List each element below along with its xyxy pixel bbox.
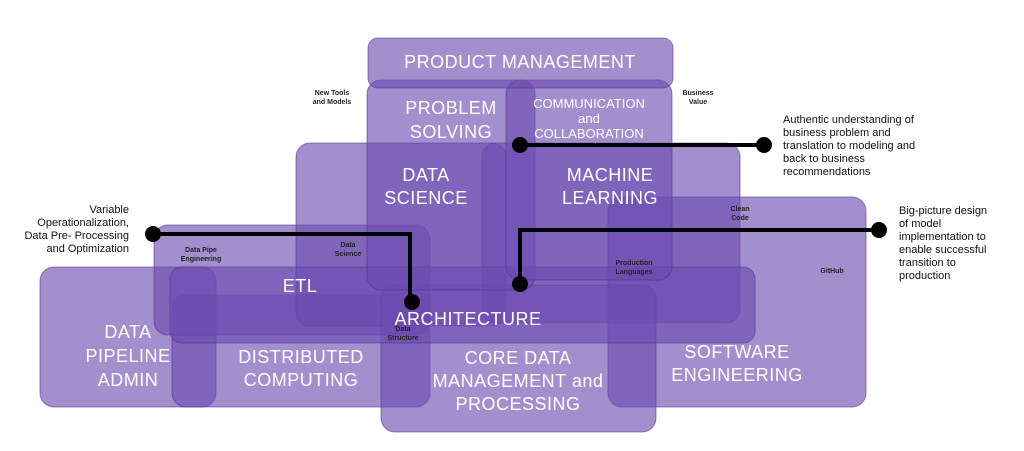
- top-connector-dot-end: [756, 137, 772, 153]
- right-top-annotation-line-4: back to business: [783, 153, 865, 165]
- right-bottom-annotation-line-3: implementation to: [899, 231, 986, 243]
- problem-solving-label-1: PROBLEM: [405, 98, 497, 118]
- data-science-label-2: SCIENCE: [384, 188, 468, 208]
- data-science-small-label-1: Data: [340, 242, 355, 249]
- data-structure-label-2: Structure: [387, 335, 418, 342]
- data-structure-label-1: Data: [395, 326, 410, 333]
- product-management-label: PRODUCT MANAGEMENT: [404, 52, 636, 72]
- box-product-management: [367, 37, 674, 89]
- distributed-computing-label-1: DISTRIBUTED: [238, 347, 364, 367]
- data-science-small-label-2: Science: [335, 251, 362, 258]
- right-bottom-annotation-line-4: enable successful: [899, 244, 986, 256]
- business-value-label-1: Business: [682, 90, 713, 97]
- data-pipeline-admin-label-1: DATA: [104, 322, 151, 342]
- left-annotation-line-1: Variable: [89, 204, 129, 216]
- left-annotation-line-2: Operationalization,: [37, 217, 129, 229]
- right-top-annotation-line-1: Authentic understanding of: [783, 114, 915, 126]
- software-engineering-label-1: SOFTWARE: [684, 342, 789, 362]
- data-pipe-engineering-label-1: Data Pipe: [185, 247, 217, 254]
- right-top-annotation-line-2: business problem and: [783, 127, 891, 139]
- bottom-connector-dot-end: [871, 222, 887, 238]
- etl-label: ETL: [283, 276, 318, 296]
- right-bottom-annotation-line-2: of model: [899, 218, 941, 230]
- left-connector-line: [153, 232, 412, 302]
- machine-learning-label-2: LEARNING: [562, 188, 658, 208]
- production-languages-label-2: Languages: [616, 269, 653, 276]
- data-pipe-engineering-label-2: Engineering: [181, 256, 221, 263]
- clean-code-label-1: Clean: [730, 206, 749, 213]
- business-value-label-2: Value: [689, 99, 707, 106]
- problem-solving-label-2: SOLVING: [410, 122, 492, 142]
- top-connector-dot-start: [512, 137, 528, 153]
- github-label: GitHub: [820, 268, 843, 275]
- software-engineering-label-2: ENGINEERING: [671, 365, 803, 385]
- machine-learning-label-1: MACHINE: [567, 165, 654, 185]
- clean-code-label-2: Code: [731, 215, 749, 222]
- new-tools-label-1: New Tools: [315, 90, 350, 97]
- right-bottom-annotation-line-1: Big-picture design: [899, 205, 987, 217]
- right-bottom-annotation-line-5: transition to: [899, 257, 956, 269]
- communication-label-1: COMMUNICATION: [533, 96, 645, 111]
- right-bottom-annotation-line-6: production: [899, 270, 950, 282]
- production-languages-label-1: Production: [616, 260, 653, 267]
- distributed-computing-label-2: COMPUTING: [244, 370, 359, 390]
- left-annotation-line-4: and Optimization: [46, 243, 129, 255]
- right-top-annotation-line-5: recommendations: [783, 166, 871, 178]
- architecture-label: ARCHITECTURE: [394, 309, 541, 329]
- data-pipeline-admin-label-3: ADMIN: [98, 370, 159, 390]
- communication-label-2: and: [578, 111, 600, 126]
- core-data-label-2: MANAGEMENT and: [433, 371, 604, 391]
- communication-label-3: COLLABORATION: [534, 126, 644, 141]
- left-annotation-line-3: Data Pre- Processing: [24, 230, 129, 242]
- data-science-label-1: DATA: [402, 165, 449, 185]
- left-connector-dot-start: [145, 226, 161, 242]
- left-connector-dot-end: [404, 294, 420, 310]
- bottom-connector-dot-start: [512, 276, 528, 292]
- core-data-label-1: CORE DATA: [465, 348, 572, 368]
- core-data-label-3: PROCESSING: [455, 394, 580, 414]
- data-pipeline-admin-label-2: PIPELINE: [85, 346, 170, 366]
- new-tools-label-2: and Models: [313, 99, 352, 106]
- bottom-connector-line: [518, 228, 879, 284]
- right-top-annotation-line-3: translation to modeling and: [783, 140, 915, 152]
